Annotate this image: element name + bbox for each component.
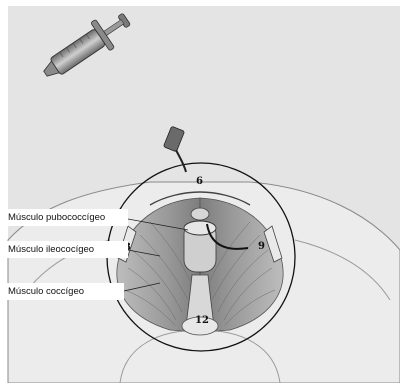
- clock-12: 12: [195, 315, 209, 326]
- label-iliococcygeus: Músculo ileococígeo: [0, 241, 128, 258]
- label-pubococcygeus: Músculo pubococcígeo: [0, 209, 128, 226]
- vaginal-opening: [184, 221, 216, 235]
- urethra: [191, 208, 209, 220]
- clock-9: 9: [258, 241, 265, 252]
- label-coccygeus: Músculo coccígeo: [0, 283, 124, 300]
- clock-6: 6: [196, 176, 203, 187]
